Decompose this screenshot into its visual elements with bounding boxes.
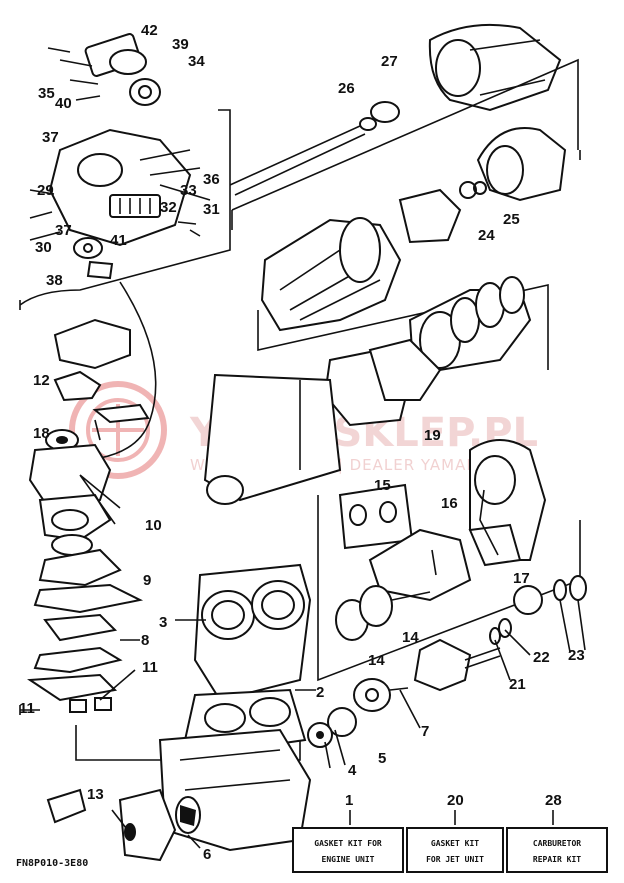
part-label: 8	[141, 632, 149, 649]
figure-code: FN8P010-3E80	[16, 858, 88, 869]
part-label: 23	[568, 647, 585, 664]
kit-box-engine: GASKET KIT FOR ENGINE UNIT	[292, 827, 404, 873]
part-label: 14	[402, 629, 419, 646]
carburetor-group	[29, 33, 211, 280]
kit-jet-line2: FOR JET UNIT	[426, 855, 484, 864]
part-label: 11	[19, 700, 35, 717]
part-label: 40	[55, 95, 72, 112]
part-label: 5	[378, 750, 386, 767]
part-label: 22	[533, 649, 550, 666]
kit-carb-line1: CARBURETOR	[533, 839, 581, 848]
kit-engine-line2: ENGINE UNIT	[322, 855, 375, 864]
kit-box-jet: GASKET KIT FOR JET UNIT	[406, 827, 504, 873]
part-label: 3	[159, 614, 167, 631]
part-label: 10	[145, 517, 162, 534]
part-label: 19	[424, 427, 441, 444]
part-label: 16	[441, 495, 458, 512]
part-label: 1	[345, 792, 353, 809]
part-label: 4	[348, 762, 357, 779]
jet-unit-group	[203, 23, 587, 748]
part-label: 25	[503, 211, 520, 228]
watermark-logo-icon	[69, 381, 167, 479]
part-label: 9	[143, 572, 151, 589]
part-label: 7	[421, 723, 429, 740]
carburetor-leader-line	[99, 281, 157, 459]
part-label: 37	[42, 129, 59, 146]
part-label: 15	[374, 477, 391, 494]
part-label: 24	[478, 227, 495, 244]
part-label: 39	[172, 36, 189, 53]
part-label: 42	[141, 22, 158, 39]
part-label: 28	[545, 792, 562, 809]
carburetor-group-frame	[19, 109, 231, 310]
part-label: 20	[447, 792, 464, 809]
part-label: 29	[37, 182, 54, 199]
part-label: 17	[513, 570, 530, 587]
part-label: 36	[203, 171, 220, 188]
part-label: 2	[316, 684, 324, 701]
part-labels: 42 39 34 35 40 37 36 33 29 32 31 37 30 4…	[19, 22, 585, 863]
engine-group	[19, 318, 312, 862]
part-label: 21	[509, 676, 526, 693]
leader-lines	[94, 419, 586, 849]
part-label: 35	[38, 85, 55, 102]
part-label: 34	[188, 53, 205, 70]
part-label: 31	[203, 201, 220, 218]
kit-jet-line1: GASKET KIT	[431, 839, 479, 848]
part-label: 6	[203, 846, 211, 863]
part-label: 11	[142, 659, 158, 676]
part-label: 33	[180, 182, 197, 199]
part-label: 41	[110, 232, 127, 249]
part-label: 14	[368, 652, 385, 669]
part-label: 27	[381, 53, 398, 70]
kit-carb-line2: REPAIR KIT	[533, 855, 581, 864]
part-label: 12	[33, 372, 50, 389]
kit-box-carburetor: CARBURETOR REPAIR KIT	[506, 827, 608, 873]
part-label: 13	[87, 786, 104, 803]
kit-engine-line1: GASKET KIT FOR	[314, 839, 382, 848]
part-label: 32	[160, 199, 177, 216]
part-label: 18	[33, 425, 50, 442]
part-label: 38	[46, 272, 63, 289]
kit-boxes: GASKET KIT FOR ENGINE UNIT GASKET KIT FO…	[292, 810, 608, 873]
part-label: 37	[55, 222, 72, 239]
part-label: 30	[35, 239, 52, 256]
part-label: 26	[338, 80, 355, 97]
